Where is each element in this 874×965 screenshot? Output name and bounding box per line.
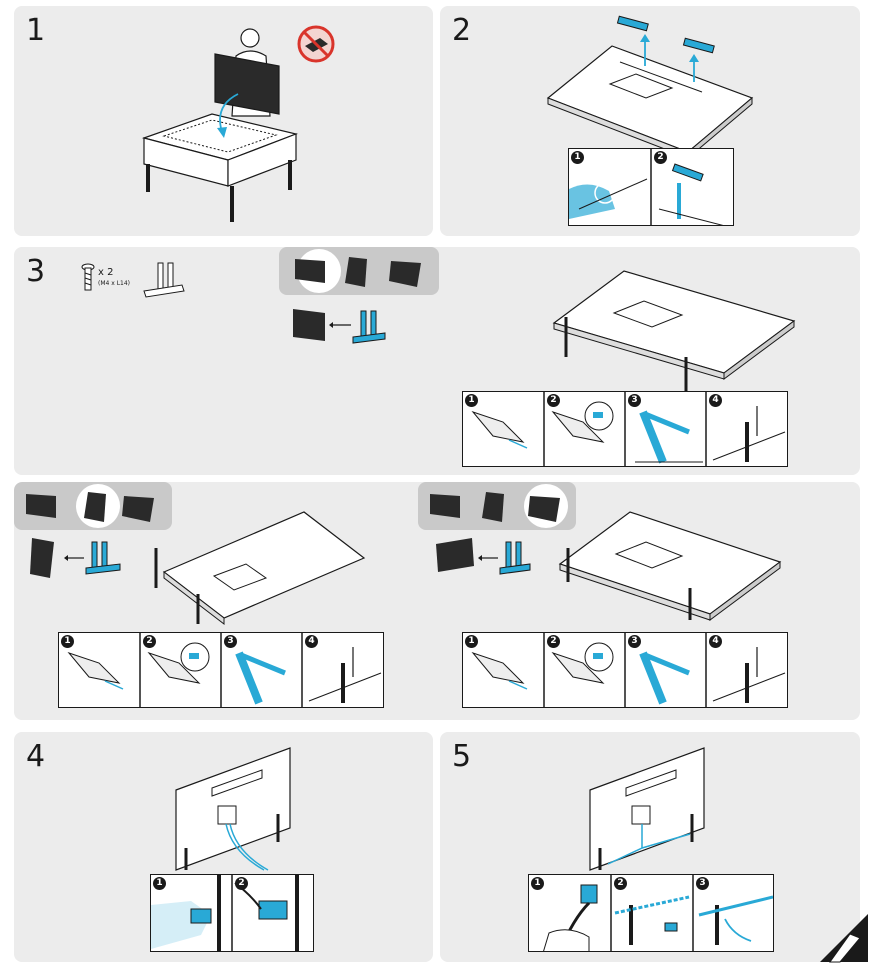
- step-3-tv-illustration: [552, 270, 796, 391]
- step-2-inset-art: [569, 149, 724, 225]
- right-variant-inset-strip: 1 2 3 4: [462, 632, 788, 708]
- page-turn-icon[interactable]: [820, 914, 868, 963]
- step-4-panel: 4 1 2: [14, 732, 433, 962]
- substep-badge-1: 1: [531, 877, 544, 890]
- left-variant-inset-art: [67, 633, 382, 707]
- step-2-illustration: [546, 15, 754, 160]
- substep-badge-1: 1: [465, 635, 478, 648]
- orientation-options-left: [26, 484, 154, 528]
- substep-badge-4: 4: [709, 394, 722, 407]
- substep-badge-1: 1: [571, 151, 584, 164]
- substep-badge-2: 2: [547, 394, 560, 407]
- step-3-variants-panel: 1 2 3 4: [14, 482, 860, 720]
- step-2-number: 2: [452, 13, 472, 48]
- substep-badge-2: 2: [614, 877, 627, 890]
- step-1-illustration: [141, 28, 299, 222]
- step-5-inset: 1 2 3: [528, 874, 774, 952]
- screw-size: (M4 x L14): [98, 280, 131, 287]
- substep-badge-1: 1: [61, 635, 74, 648]
- step-1-number: 1: [26, 13, 46, 48]
- step-3-inset-strip: 1 2 3 4: [462, 391, 788, 467]
- substep-badge-2: 2: [235, 877, 248, 890]
- left-variant-tv: [154, 511, 366, 626]
- step-5-number: 5: [452, 739, 472, 774]
- orientation-options-right: [430, 484, 568, 528]
- screw-count: x 2: [98, 267, 114, 278]
- substep-badge-3: 3: [696, 877, 709, 890]
- right-variant-tv: [558, 511, 782, 621]
- step-3-panel: 3 x 2 (M4 x L14): [14, 247, 860, 475]
- step-4-number: 4: [26, 739, 46, 774]
- right-variant-inset-art: [471, 633, 786, 707]
- substep-badge-4: 4: [709, 635, 722, 648]
- step-4-tv-illustration: [175, 747, 291, 871]
- screw-icon: [81, 263, 95, 291]
- step-4-inset: 1 2: [150, 874, 314, 952]
- substep-badge-2: 2: [143, 635, 156, 648]
- orientation-options: [295, 249, 421, 293]
- substep-badge-1: 1: [465, 394, 478, 407]
- step-5-inset-art: [543, 875, 773, 951]
- substep-badge-3: 3: [628, 394, 641, 407]
- left-variant-inset-strip: 1 2 3 4: [58, 632, 384, 708]
- substep-badge-4: 4: [305, 635, 318, 648]
- right-variant-tv-attach: [436, 538, 531, 575]
- stand-icon: [143, 262, 185, 298]
- substep-badge-3: 3: [224, 635, 237, 648]
- step-3-inset-art: [471, 392, 786, 466]
- step-5-panel: 5 1 2 3: [440, 732, 860, 962]
- substep-badge-2: 2: [654, 151, 667, 164]
- step-3-tv-attach: [293, 309, 386, 344]
- step-1-panel: 1: [14, 6, 433, 236]
- left-variant-tv-attach: [30, 538, 121, 578]
- no-lay-flat-icon: [297, 25, 335, 63]
- step-3-number: 3: [26, 254, 46, 289]
- step-2-panel: 2 1 2: [440, 6, 860, 236]
- step-5-tv-illustration: [589, 747, 705, 871]
- substep-badge-2: 2: [547, 635, 560, 648]
- step-2-inset: 1 2: [568, 148, 734, 226]
- substep-badge-3: 3: [628, 635, 641, 648]
- substep-badge-1: 1: [153, 877, 166, 890]
- step-4-inset-art: [151, 875, 299, 951]
